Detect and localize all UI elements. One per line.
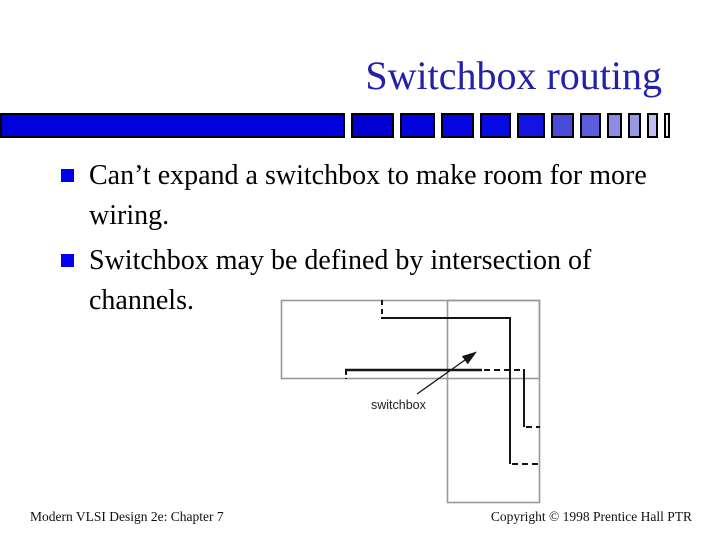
- bar-segment: [351, 113, 394, 138]
- slide-title: Switchbox routing: [365, 53, 662, 98]
- callout-arrow-line: [416, 359, 466, 395]
- bar-segment: [628, 113, 641, 138]
- bullet-text: Can’t expand a switchbox to make room fo…: [89, 160, 647, 231]
- bullet-marker-icon: [61, 254, 74, 267]
- bar-segment: [400, 113, 435, 138]
- vertical-channel: [446, 299, 541, 504]
- wire-a-solid: [381, 317, 511, 464]
- switchbox-diagram: switchbox: [280, 299, 541, 504]
- decor-bar: [0, 113, 670, 138]
- switchbox-label: switchbox: [371, 398, 427, 412]
- bar-segment: [647, 113, 658, 138]
- horizontal-channel: [280, 299, 541, 380]
- bar-segment: [441, 113, 474, 138]
- bar-segment: [0, 113, 345, 138]
- bullet-item: Can’t expand a switchbox to make room fo…: [60, 156, 656, 236]
- bullet-text: Switchbox may be defined by intersection…: [89, 245, 592, 316]
- bar-segment: [580, 113, 601, 138]
- bar-segment: [664, 113, 670, 138]
- footer-book-title: Modern VLSI Design 2e: Chapter 7: [30, 509, 224, 524]
- bullet-list: Can’t expand a switchbox to make room fo…: [60, 156, 656, 326]
- bullet-item: Switchbox may be defined by intersection…: [60, 241, 656, 321]
- callout-arrowhead-icon: [461, 351, 477, 365]
- bar-segment: [480, 113, 511, 138]
- bar-segment: [607, 113, 622, 138]
- bar-segment: [517, 113, 545, 138]
- bullet-marker-icon: [61, 169, 74, 182]
- footer-copyright: Copyright © 1998 Prentice Hall PTR: [490, 509, 692, 524]
- bar-segment: [551, 113, 574, 138]
